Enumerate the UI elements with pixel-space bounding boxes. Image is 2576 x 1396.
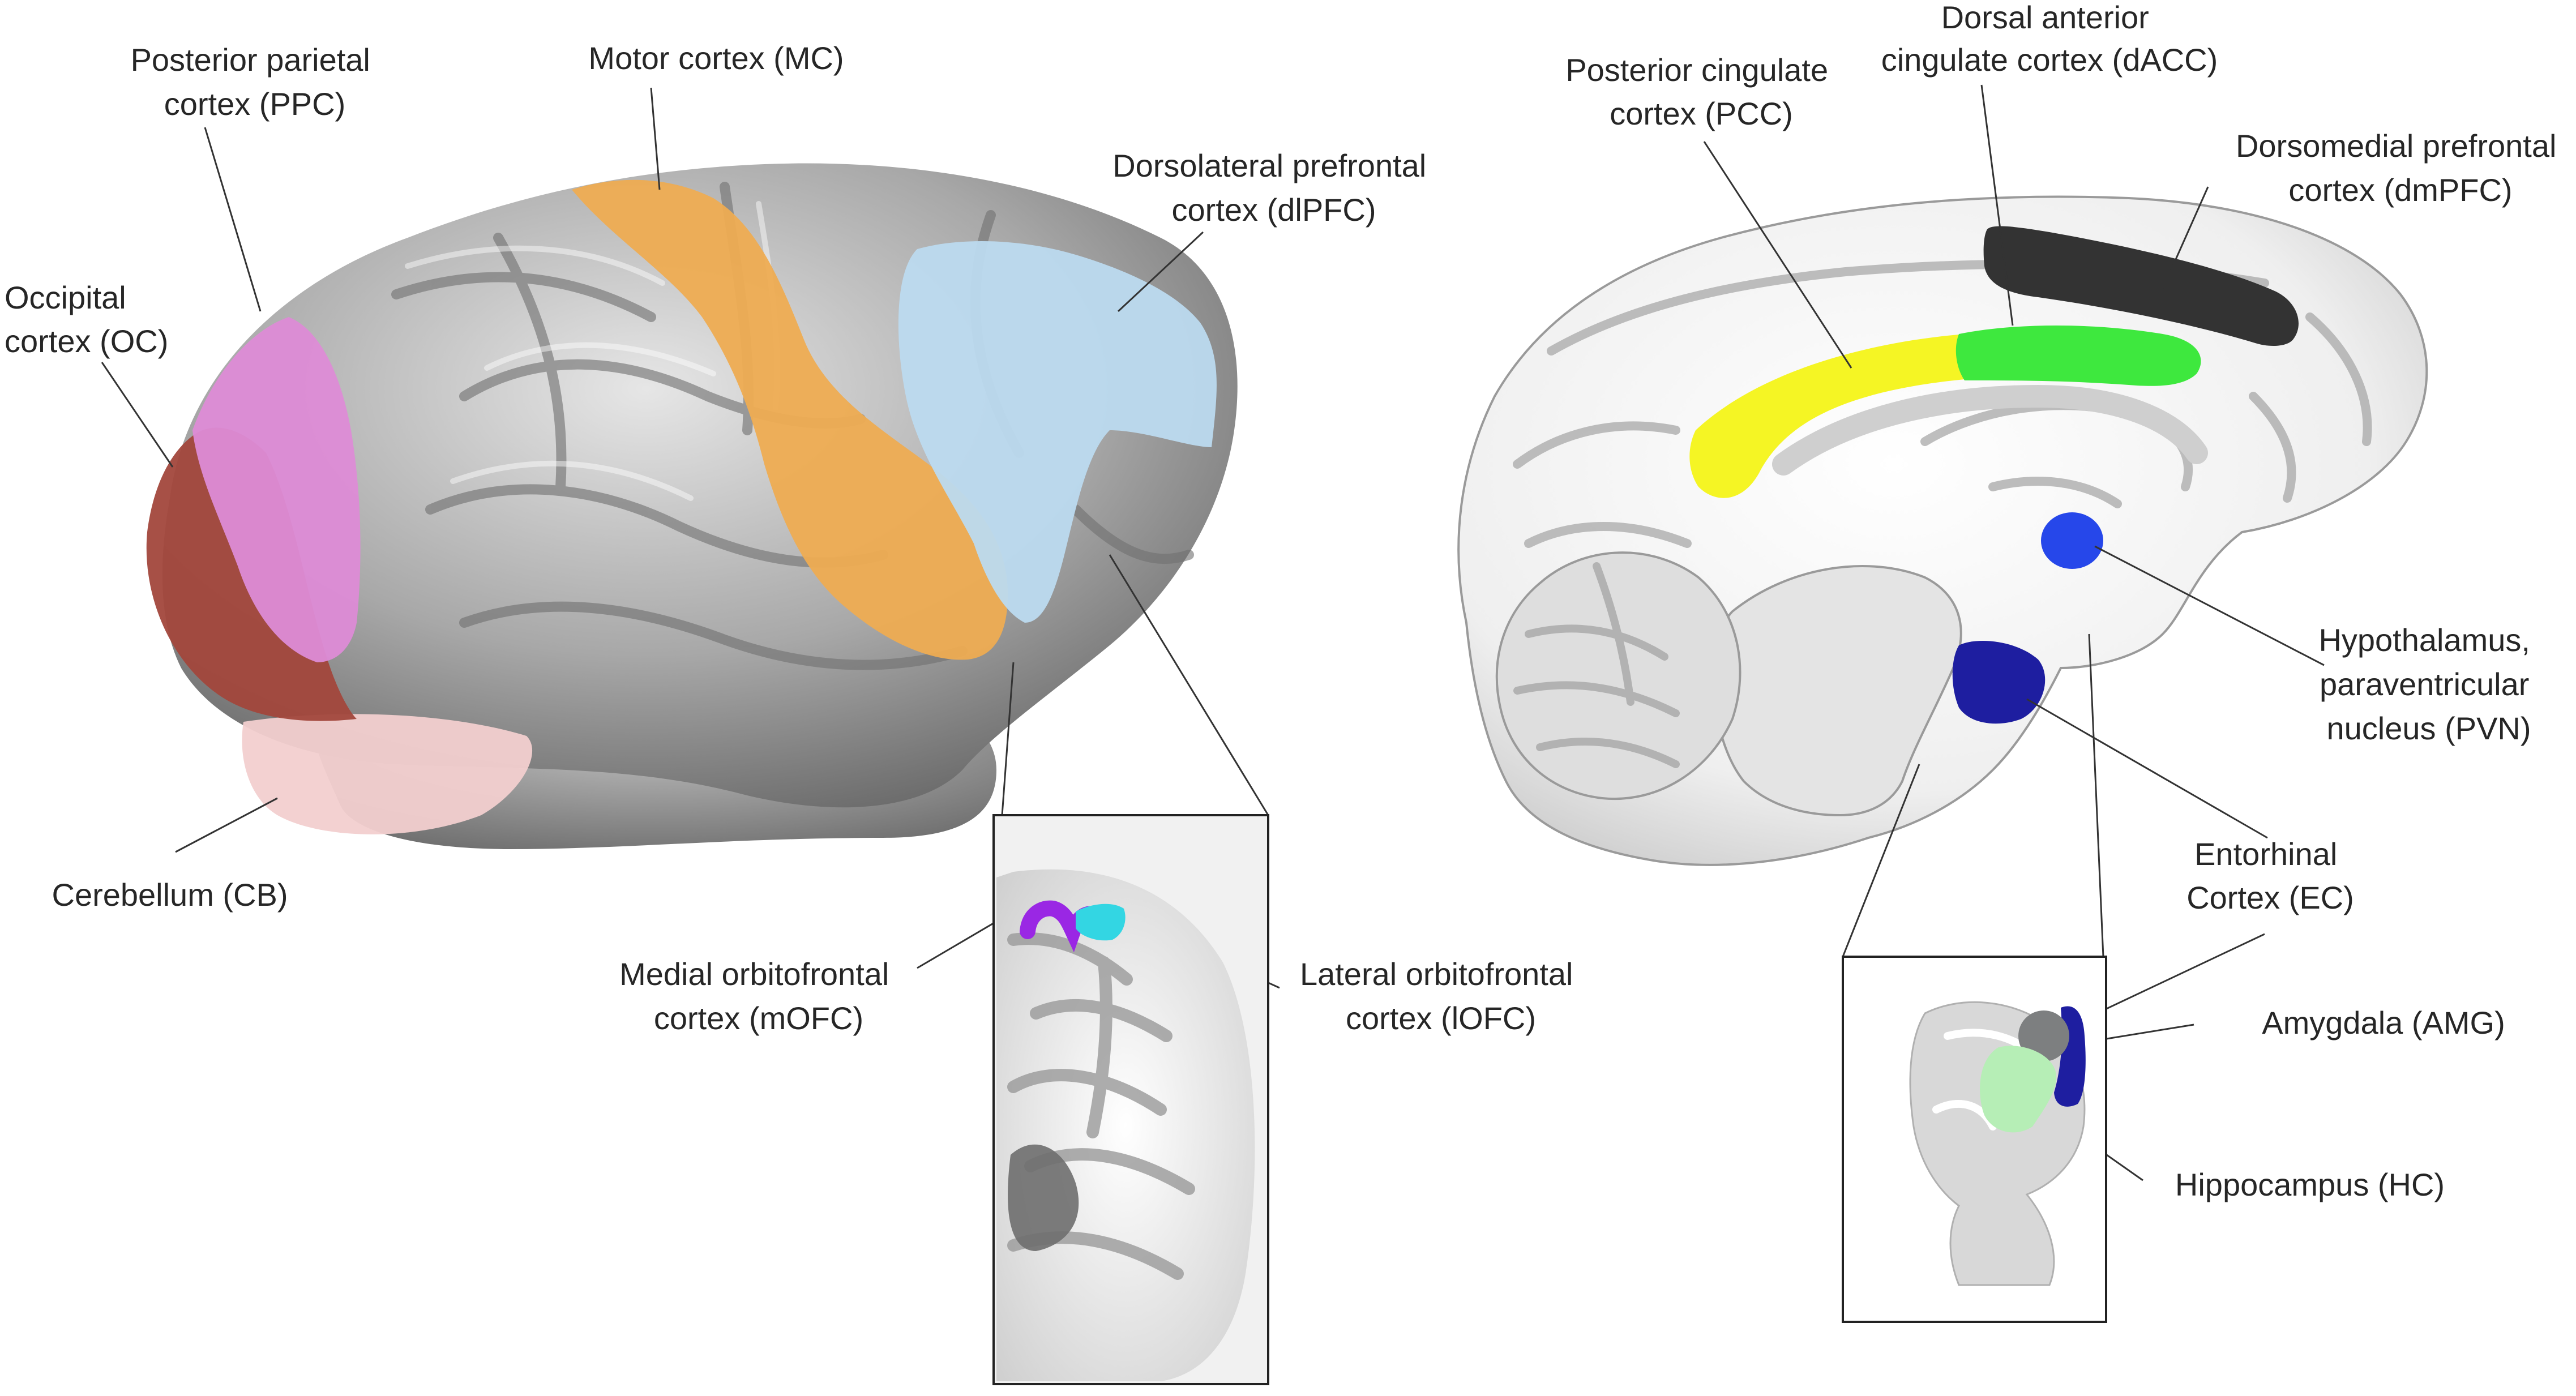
- lateral-brain-view: [101, 87, 1280, 1385]
- label-pcc-line1: Posterior cingulate: [1565, 52, 1828, 88]
- label-dlpfc-line1: Dorsolateral prefrontal: [1112, 148, 1426, 183]
- label-dacc-line2: cingulate cortex (dACC): [1881, 42, 2218, 78]
- label-dacc: Dorsal anterior cingulate cortex (dACC): [1881, 0, 2218, 78]
- label-mofc: Medial orbitofrontal cortex (mOFC): [619, 956, 898, 1036]
- label-ec-line2: Cortex (EC): [2186, 880, 2354, 915]
- inset-amygdala-region: [2018, 1010, 2069, 1061]
- orbitofrontal-inset: [992, 814, 1269, 1385]
- medial-brain-view: [1457, 84, 2428, 1323]
- inset-hippocampus-region: [1980, 1046, 2056, 1133]
- label-cb-line1: Cerebellum (CB): [52, 877, 288, 913]
- dlpfc-region: [898, 241, 1217, 623]
- label-hc: Hippocampus (HC): [2175, 1167, 2445, 1202]
- label-oc-line2: cortex (OC): [5, 323, 168, 359]
- dmpfc-region: [1983, 226, 2299, 346]
- label-dmpfc: Dorsomedial prefrontal cortex (dmPFC): [2236, 128, 2565, 208]
- label-pvn: Hypothalamus, paraventricular nucleus (P…: [2318, 622, 2539, 746]
- label-amg: Amygdala (AMG): [2262, 1005, 2505, 1040]
- motor-cortex-region: [572, 179, 1008, 660]
- label-ppc: Posterior parietal cortex (PPC): [131, 42, 379, 122]
- label-pcc-line2: cortex (PCC): [1610, 96, 1793, 131]
- label-ppc-line1: Posterior parietal: [131, 42, 370, 78]
- label-mofc-line2: cortex (mOFC): [654, 1000, 863, 1036]
- cerebellum-region: [242, 714, 533, 834]
- dacc-region: [1955, 326, 2201, 386]
- label-mc: Motor cortex (MC): [588, 40, 844, 76]
- label-mc-line1: Motor cortex (MC): [588, 40, 844, 76]
- label-lofc: Lateral orbitofrontal cortex (lOFC): [1300, 956, 1582, 1036]
- medial-cerebellum: [1495, 551, 1741, 800]
- lofc-region: [1076, 903, 1126, 941]
- posterior-parietal-region: [192, 317, 361, 662]
- label-mofc-line1: Medial orbitofrontal: [619, 956, 889, 992]
- pvn-region: [2041, 512, 2103, 569]
- label-lofc-line2: cortex (lOFC): [1346, 1000, 1536, 1036]
- label-dmpfc-line2: cortex (dmPFC): [2288, 172, 2512, 208]
- label-dlpfc: Dorsolateral prefrontal cortex (dlPFC): [1112, 148, 1435, 228]
- label-dmpfc-line1: Dorsomedial prefrontal: [2236, 128, 2556, 164]
- label-dacc-line1: Dorsal anterior: [1941, 0, 2149, 35]
- label-ppc-line2: cortex (PPC): [164, 86, 346, 122]
- label-pvn-line3: nucleus (PVN): [2326, 710, 2531, 746]
- label-oc-line1: Occipital: [5, 280, 126, 315]
- label-pvn-line1: Hypothalamus,: [2318, 622, 2530, 658]
- label-ec-line1: Entorhinal: [2194, 836, 2337, 872]
- label-cb: Cerebellum (CB): [52, 877, 288, 913]
- ec-region: [1952, 641, 2046, 724]
- label-pcc: Posterior cingulate cortex (PCC): [1565, 52, 1837, 131]
- pcc-region: [1689, 334, 1969, 498]
- label-dlpfc-line2: cortex (dlPFC): [1172, 192, 1376, 228]
- label-oc: Occipital cortex (OC): [5, 280, 168, 359]
- label-hc-line1: Hippocampus (HC): [2175, 1167, 2445, 1202]
- temporal-lobe-inset: [1842, 956, 2107, 1323]
- labels: Posterior parietal cortex (PPC) Motor co…: [5, 0, 2565, 1202]
- label-lofc-line1: Lateral orbitofrontal: [1300, 956, 1573, 992]
- label-pvn-line2: paraventricular: [2320, 666, 2529, 702]
- label-ec: Entorhinal Cortex (EC): [2186, 836, 2354, 915]
- label-amg-line1: Amygdala (AMG): [2262, 1005, 2505, 1040]
